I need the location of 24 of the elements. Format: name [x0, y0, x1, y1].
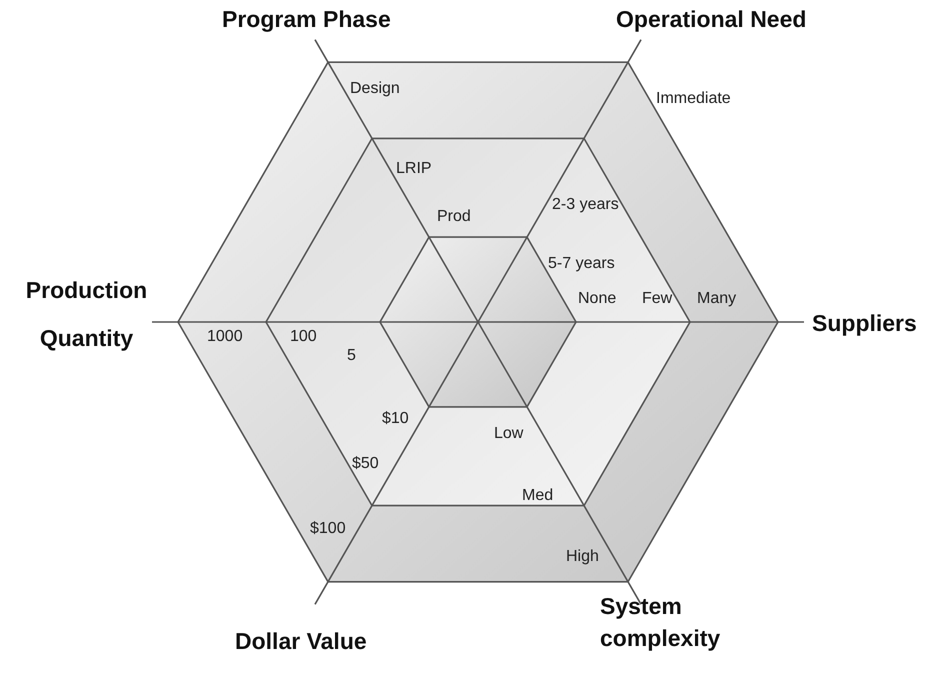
axis-tick-label: 5 [347, 347, 356, 365]
axis-tick-label: Many [697, 290, 736, 308]
axis-tick-label: Low [494, 425, 524, 443]
axis-tick-label: LRIP [396, 160, 432, 178]
axis-tick-label: None [578, 290, 616, 308]
axis-tick-label: 2-3 years [552, 196, 619, 214]
axis-tick-label: High [566, 548, 599, 566]
axis-tick-label: Few [642, 290, 672, 308]
axis-title: Dollar Value [235, 628, 367, 655]
axis-tick-label: $50 [352, 455, 379, 473]
axis-tick-label: Prod [437, 208, 471, 226]
axis-tick-label: $100 [310, 520, 346, 538]
axis-title: Production Quantity [24, 276, 148, 353]
axis-title: Program Phase [222, 6, 391, 33]
axis-tick-label: 100 [290, 328, 317, 346]
axis-title: System complexity [600, 592, 722, 653]
axis-tick-label: Immediate [656, 90, 731, 108]
axis-title: Operational Need [616, 6, 806, 33]
axis-tick-label: 1000 [207, 328, 243, 346]
axis-tick-label: $10 [382, 410, 409, 428]
axis-tick-label: 5-7 years [548, 255, 615, 273]
axis-tick-label: Med [522, 487, 554, 505]
axis-tick-label: Design [350, 80, 400, 98]
axis-title: Suppliers [812, 310, 917, 337]
